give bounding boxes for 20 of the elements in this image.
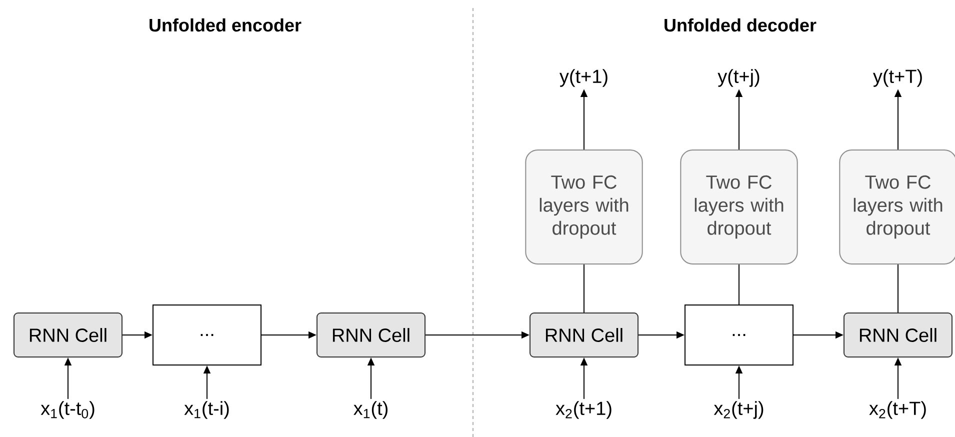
ellipsis-box: ... [684, 304, 794, 366]
variable-label: x$_{1}$(t) [354, 401, 388, 419]
variable-label: x$_{1}$(t-i) [184, 401, 229, 419]
variable-label: x$_{1}$(t-t$_{0}$) [40, 401, 94, 419]
variable-label: y(t+T) [873, 69, 922, 87]
variable-label: x$_{2}$(t+j) [714, 401, 764, 419]
variable-label: y(t+j) [718, 69, 760, 87]
rnn-cell-box: RNN Cell [530, 312, 638, 358]
section-heading: Unfolded decoder [664, 18, 816, 32]
fc-layers-box: Two FC layers with dropout [525, 150, 643, 264]
fc-layers-box: Two FC layers with dropout [839, 150, 955, 264]
variable-label: y(t+1) [560, 69, 608, 87]
variable-label: x$_{2}$(t+1) [556, 401, 612, 419]
ellipsis-box: ... [152, 304, 262, 366]
rnn-cell-box: RNN Cell [316, 312, 426, 358]
section-heading: Unfolded encoder [150, 18, 302, 32]
rnn-cell-box: RNN Cell [844, 312, 952, 358]
fc-layers-box: Two FC layers with dropout [680, 150, 798, 264]
variable-label: x$_{2}$(t+T) [869, 401, 926, 419]
rnn-cell-box: RNN Cell [14, 312, 122, 358]
